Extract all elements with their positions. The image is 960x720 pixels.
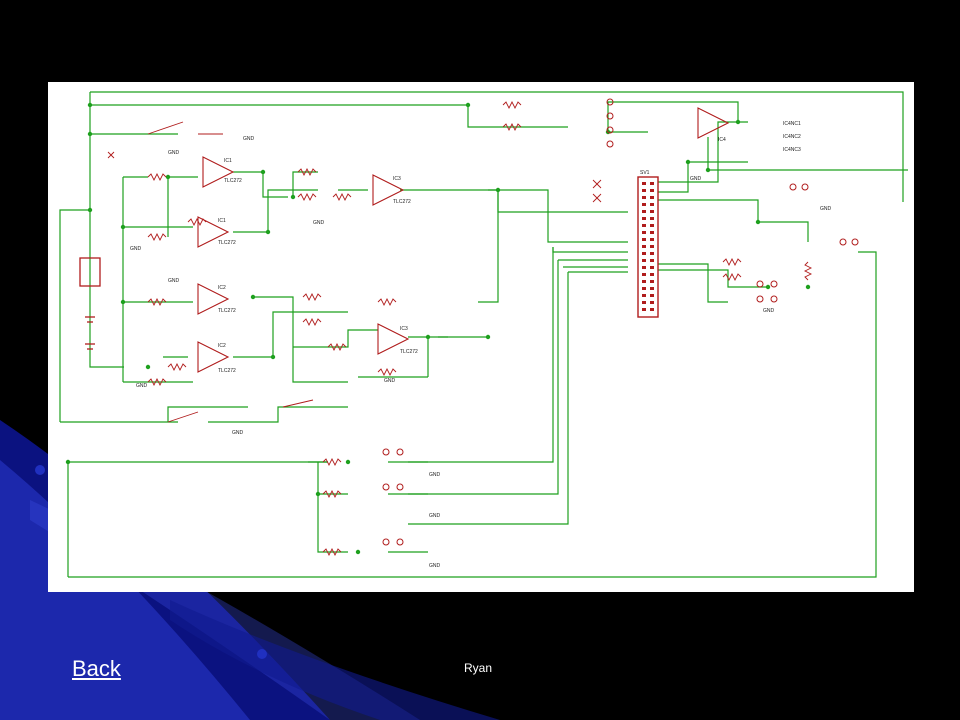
svg-text:GND: GND	[313, 220, 325, 226]
svg-text:GND: GND	[820, 206, 832, 212]
svg-text:IC1: IC1	[224, 158, 232, 164]
svg-text:IC1: IC1	[218, 218, 226, 224]
svg-text:GND: GND	[429, 513, 441, 519]
svg-text:TLC272: TLC272	[218, 368, 236, 374]
svg-text:GND: GND	[243, 136, 255, 142]
svg-text:IC4NC3: IC4NC3	[783, 147, 801, 153]
back-link[interactable]: Back	[72, 656, 121, 681]
leds	[382, 98, 859, 546]
svg-text:GND: GND	[429, 472, 441, 478]
connector-label: SV1	[640, 170, 650, 176]
svg-text:IC4: IC4	[718, 137, 726, 143]
footer-author: Ryan	[464, 661, 493, 675]
connector-sv1: SV1	[637, 170, 659, 318]
svg-text:GND: GND	[130, 246, 142, 252]
svg-text:IC2: IC2	[218, 285, 226, 291]
svg-text:TLC272: TLC272	[224, 178, 242, 184]
svg-text:IC3: IC3	[400, 326, 408, 332]
opamp-ic3b	[377, 323, 410, 355]
opamp-ic1a	[202, 156, 235, 188]
junctions	[65, 102, 811, 555]
svg-text:IC2: IC2	[218, 343, 226, 349]
nc-labels: IC4NC1 IC4NC2 IC4NC3	[783, 121, 801, 153]
svg-text:GND: GND	[168, 278, 180, 284]
opamp-ic2b	[197, 341, 230, 373]
svg-text:GND: GND	[232, 430, 244, 436]
svg-text:TLC272: TLC272	[393, 199, 411, 205]
op-amps	[197, 107, 730, 373]
svg-text:TLC272: TLC272	[400, 349, 418, 355]
svg-text:TLC272: TLC272	[218, 308, 236, 314]
svg-text:GND: GND	[690, 176, 702, 182]
battery-holder	[79, 257, 101, 350]
opamp-ic3a	[372, 174, 405, 206]
svg-text:IC4NC1: IC4NC1	[783, 121, 801, 127]
svg-text:TLC272: TLC272	[218, 240, 236, 246]
opamp-ic2a	[197, 283, 230, 315]
ground-labels: GND GND GND GND GND GND GND GND GND GND …	[130, 136, 832, 569]
svg-text:GND: GND	[429, 563, 441, 569]
svg-text:GND: GND	[168, 150, 180, 156]
svg-text:IC3: IC3	[393, 176, 401, 182]
opamp-ic4	[697, 107, 730, 139]
switches	[107, 121, 602, 423]
svg-text:GND: GND	[384, 378, 396, 384]
svg-text:GND: GND	[763, 308, 775, 314]
resistors	[147, 100, 813, 557]
svg-text:IC4NC2: IC4NC2	[783, 134, 801, 140]
opamp-ic1b	[197, 216, 230, 248]
svg-text:GND: GND	[136, 383, 148, 389]
wires	[59, 91, 908, 578]
